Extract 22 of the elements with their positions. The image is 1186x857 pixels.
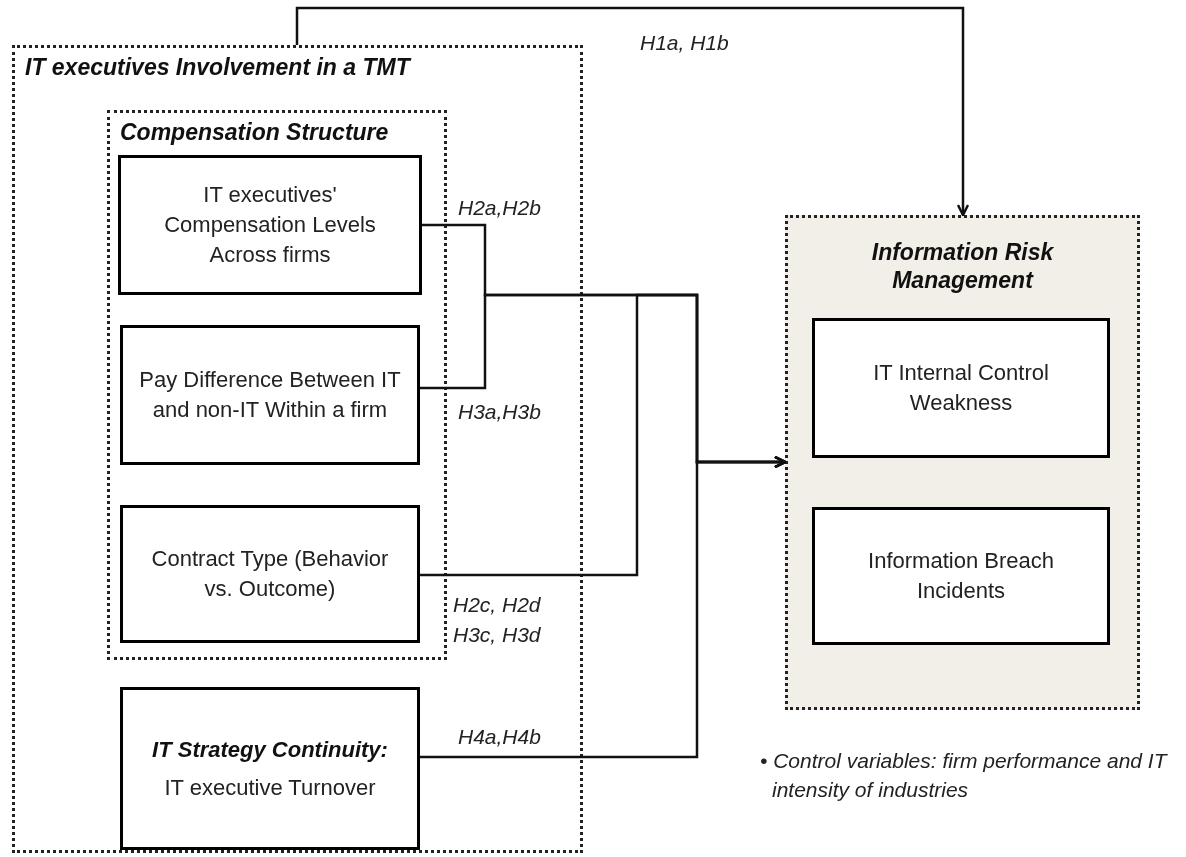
process-box [120,505,420,643]
box-text: IT Internal Control Weakness [872,359,1050,417]
process-box [120,325,420,465]
box-text: IT executives' Compensation Levels Across firms [163,181,377,269]
box-text: Pay Difference Between IT and non-IT Within a firm [138,366,402,424]
box-text: Information Breach Incidents [867,547,1055,605]
process-box [812,318,1110,458]
box-text: Contract Type (Behavior vs. Outcome) [150,545,390,603]
group-title: Information Risk Management [870,238,1055,294]
box-heading: IT Strategy Continuity: [152,735,388,764]
arrow [295,6,970,217]
box-text: IT executive Turnover [164,773,376,802]
group-box [107,110,447,660]
process-box [120,687,420,850]
arrow [420,455,787,759]
group-title: IT executives Involvement in a TMT [25,53,410,81]
process-box [118,155,422,295]
process-box [812,507,1110,645]
group-title: Compensation Structure [120,118,389,146]
group-box [785,215,1140,710]
note: • Control variables: firm performance and IT intensity of industries [760,748,1169,803]
group-box [12,45,583,853]
